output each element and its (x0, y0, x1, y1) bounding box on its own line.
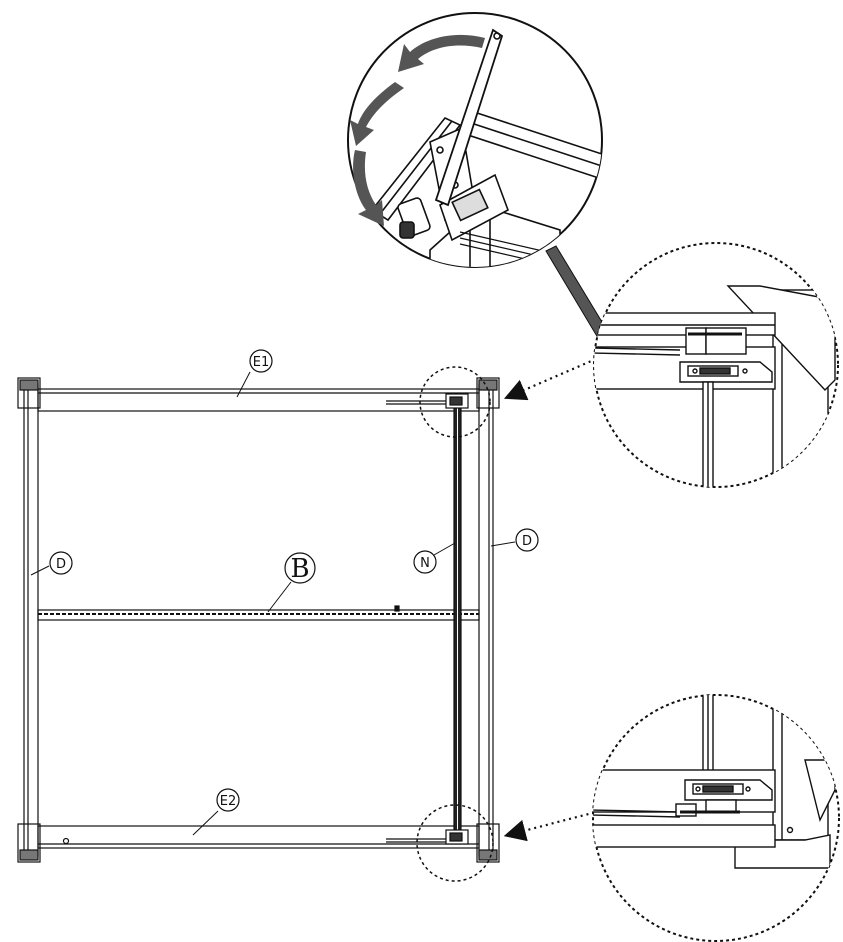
left-post (23, 383, 39, 857)
bottom-rail (37, 825, 480, 849)
right-post (478, 383, 494, 857)
label-d-left: D (30, 551, 73, 576)
svg-text:D: D (522, 534, 532, 549)
bottom-mechanism (386, 829, 469, 845)
detail-top-corner (593, 242, 839, 488)
center-bar (37, 605, 480, 621)
zoom-marker-bottom (416, 804, 494, 882)
svg-text:D: D (56, 557, 66, 572)
top-mechanism (386, 393, 469, 409)
zoom-marker-top (419, 366, 491, 438)
detail-bottom-corner (592, 694, 840, 942)
svg-text:E1: E1 (253, 355, 270, 370)
dotted-arrow-icon (503, 357, 601, 842)
svg-text:N: N (420, 556, 430, 571)
detail-connector (545, 245, 609, 339)
label-e2: E2 (192, 788, 240, 836)
label-d-right: D (490, 528, 539, 552)
svg-text:E2: E2 (220, 794, 237, 809)
detail-rotation-view (347, 12, 603, 268)
svg-text:B: B (290, 554, 309, 584)
curved-arrow-icon (350, 34, 485, 226)
main-frame (17, 377, 500, 863)
top-rail (37, 388, 480, 412)
label-b: B (267, 552, 316, 613)
vertical-rod (453, 407, 462, 834)
label-e1: E1 (236, 349, 273, 398)
label-n: N (413, 542, 456, 574)
